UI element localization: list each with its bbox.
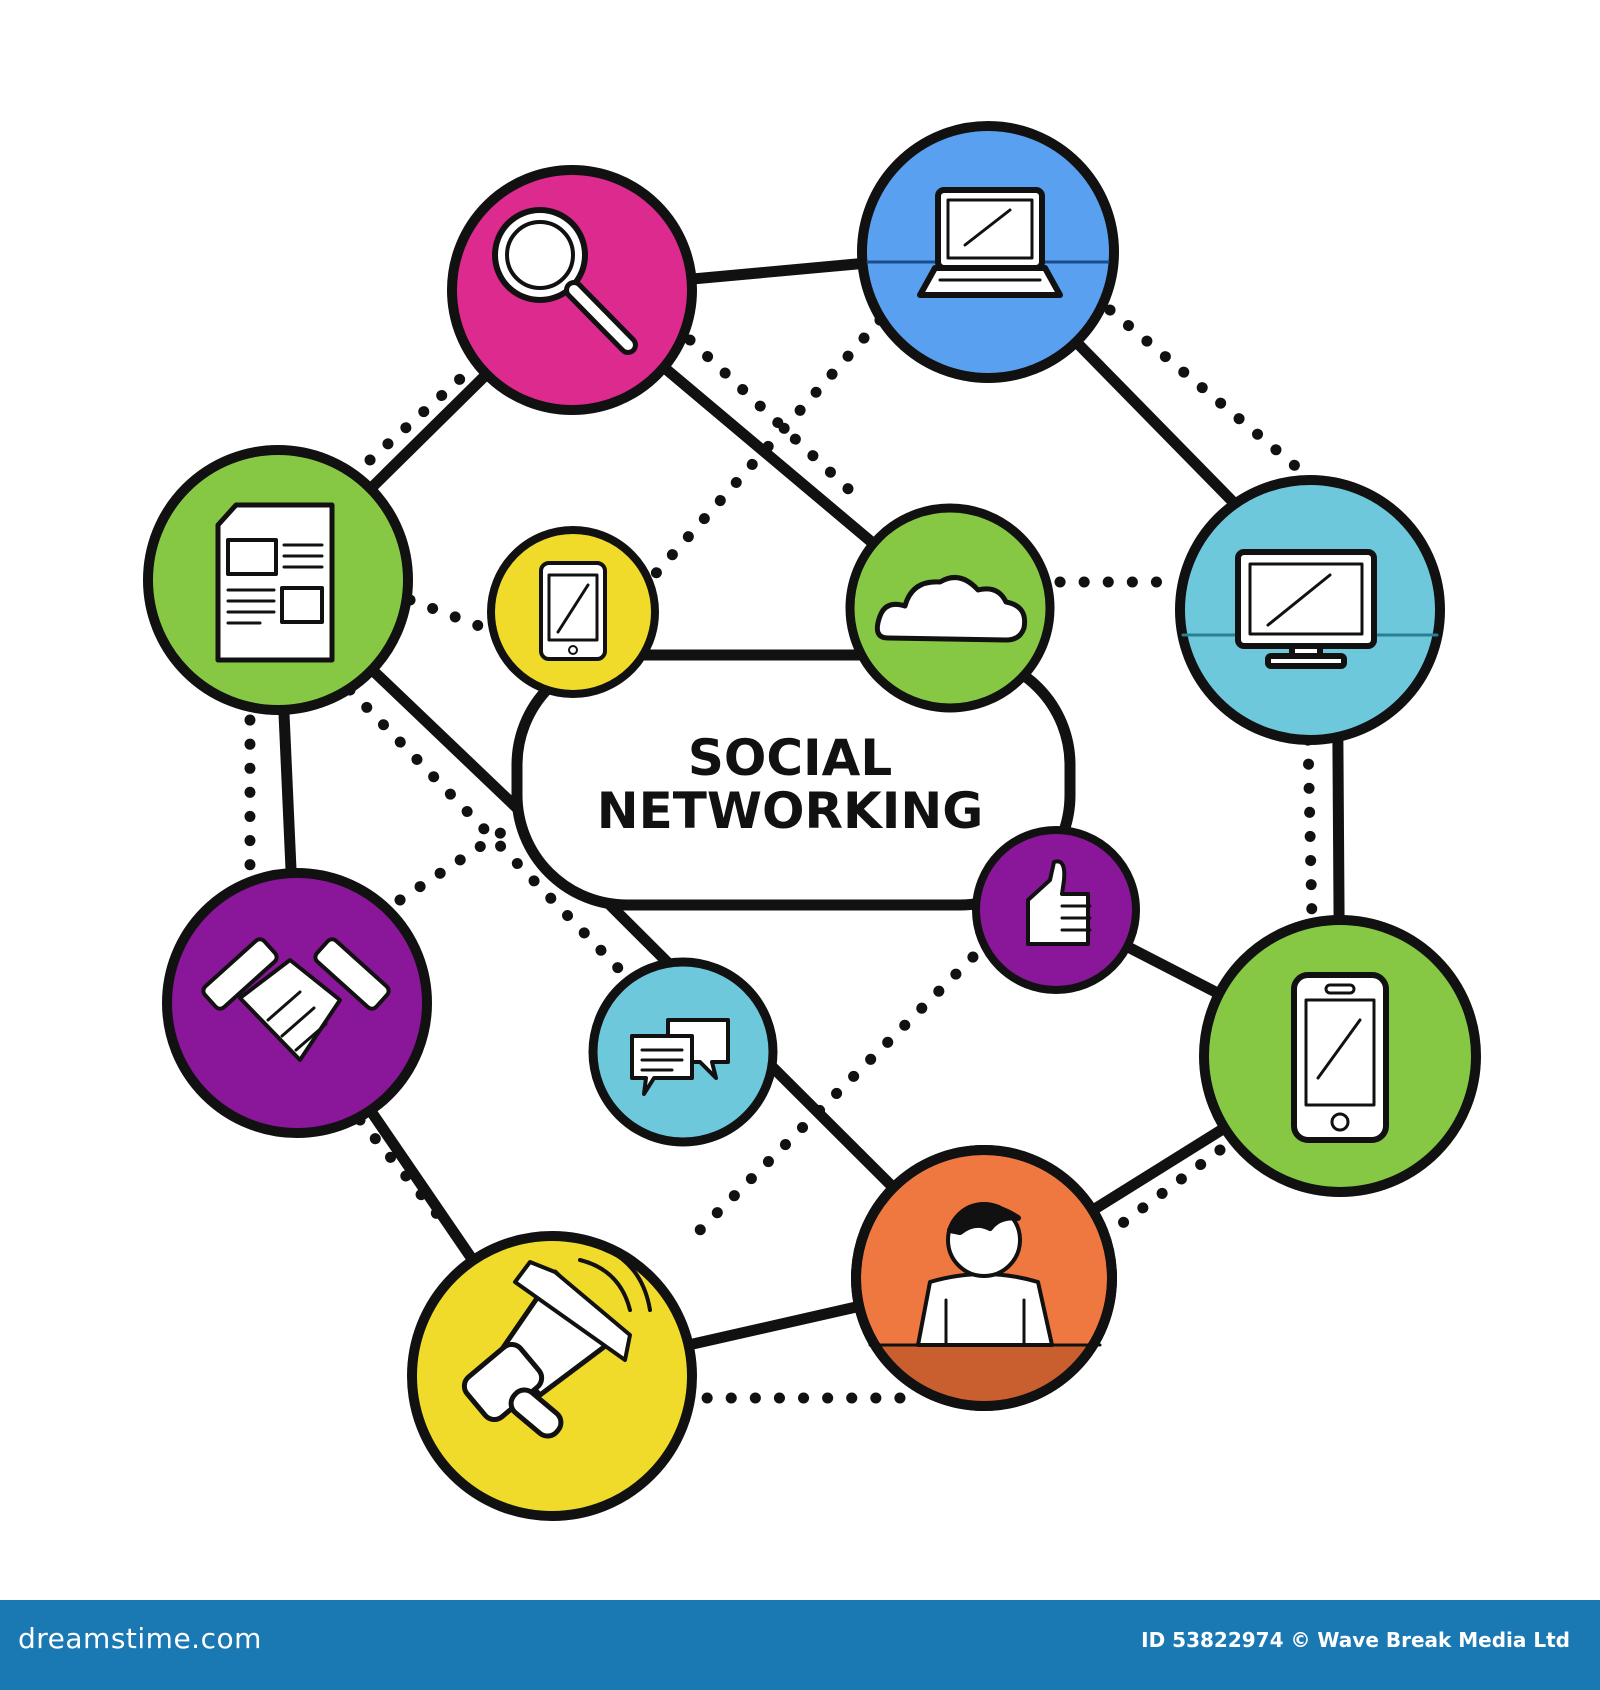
node-handshake xyxy=(162,868,432,1138)
node-phone xyxy=(1199,915,1481,1197)
tablet-icon xyxy=(539,561,607,661)
footer-bar: dreamstime.com ID 53822974 © Wave Break … xyxy=(0,1600,1600,1690)
dotted-laptop-monitor xyxy=(1104,304,1306,476)
handshake-icon xyxy=(201,937,391,1062)
cloud-icon xyxy=(874,575,1028,643)
dotted-connections xyxy=(244,304,1318,1404)
user-icon xyxy=(916,1202,1054,1347)
footer-credit: ID 53822974 © Wave Break Media Ltd xyxy=(1141,1628,1570,1652)
magnifying-glass-icon xyxy=(492,207,638,355)
footer-site[interactable]: dreamstime.com xyxy=(18,1622,262,1655)
nodes xyxy=(143,121,1481,1521)
thumbs-up-icon xyxy=(1026,859,1092,946)
social-networking-diagram: SOCIAL NETWORKING xyxy=(143,121,1481,1521)
desktop-monitor-icon xyxy=(1235,549,1377,669)
node-chat xyxy=(588,957,778,1147)
dotted-document-chat xyxy=(344,684,626,976)
node-search xyxy=(447,165,697,415)
smartphone-icon xyxy=(1291,972,1389,1143)
dotted-document-tablet xyxy=(404,594,496,636)
node-monitor xyxy=(1175,475,1445,745)
dotted-search-cloud xyxy=(684,334,866,506)
dotted-megaphone-handshake xyxy=(354,1114,456,1236)
node-megaphone xyxy=(407,1231,697,1521)
node-thumbs xyxy=(972,826,1140,994)
title-line-2: NETWORKING xyxy=(597,782,984,840)
megaphone-icon xyxy=(461,1238,652,1439)
chat-bubbles-icon xyxy=(630,1018,730,1096)
node-cloud xyxy=(845,503,1055,713)
center-label: SOCIAL NETWORKING xyxy=(511,649,1076,911)
node-person xyxy=(851,1145,1117,1411)
dotted-handshake-center xyxy=(394,814,526,906)
dotted-document-search xyxy=(364,364,476,466)
node-laptop xyxy=(857,121,1119,383)
center-pill xyxy=(511,649,1076,911)
dotted-thumbs-megaphone xyxy=(684,934,996,1246)
node-document xyxy=(143,445,413,715)
laptop-icon xyxy=(917,187,1063,298)
dotted-phone-person xyxy=(1094,1144,1226,1246)
node-tablet xyxy=(487,526,659,698)
dotted-laptop-tablet xyxy=(644,314,886,586)
dotted-monitor-phone xyxy=(1302,734,1318,926)
newspaper-icon xyxy=(215,502,335,663)
title-line-1: SOCIAL xyxy=(688,729,892,787)
